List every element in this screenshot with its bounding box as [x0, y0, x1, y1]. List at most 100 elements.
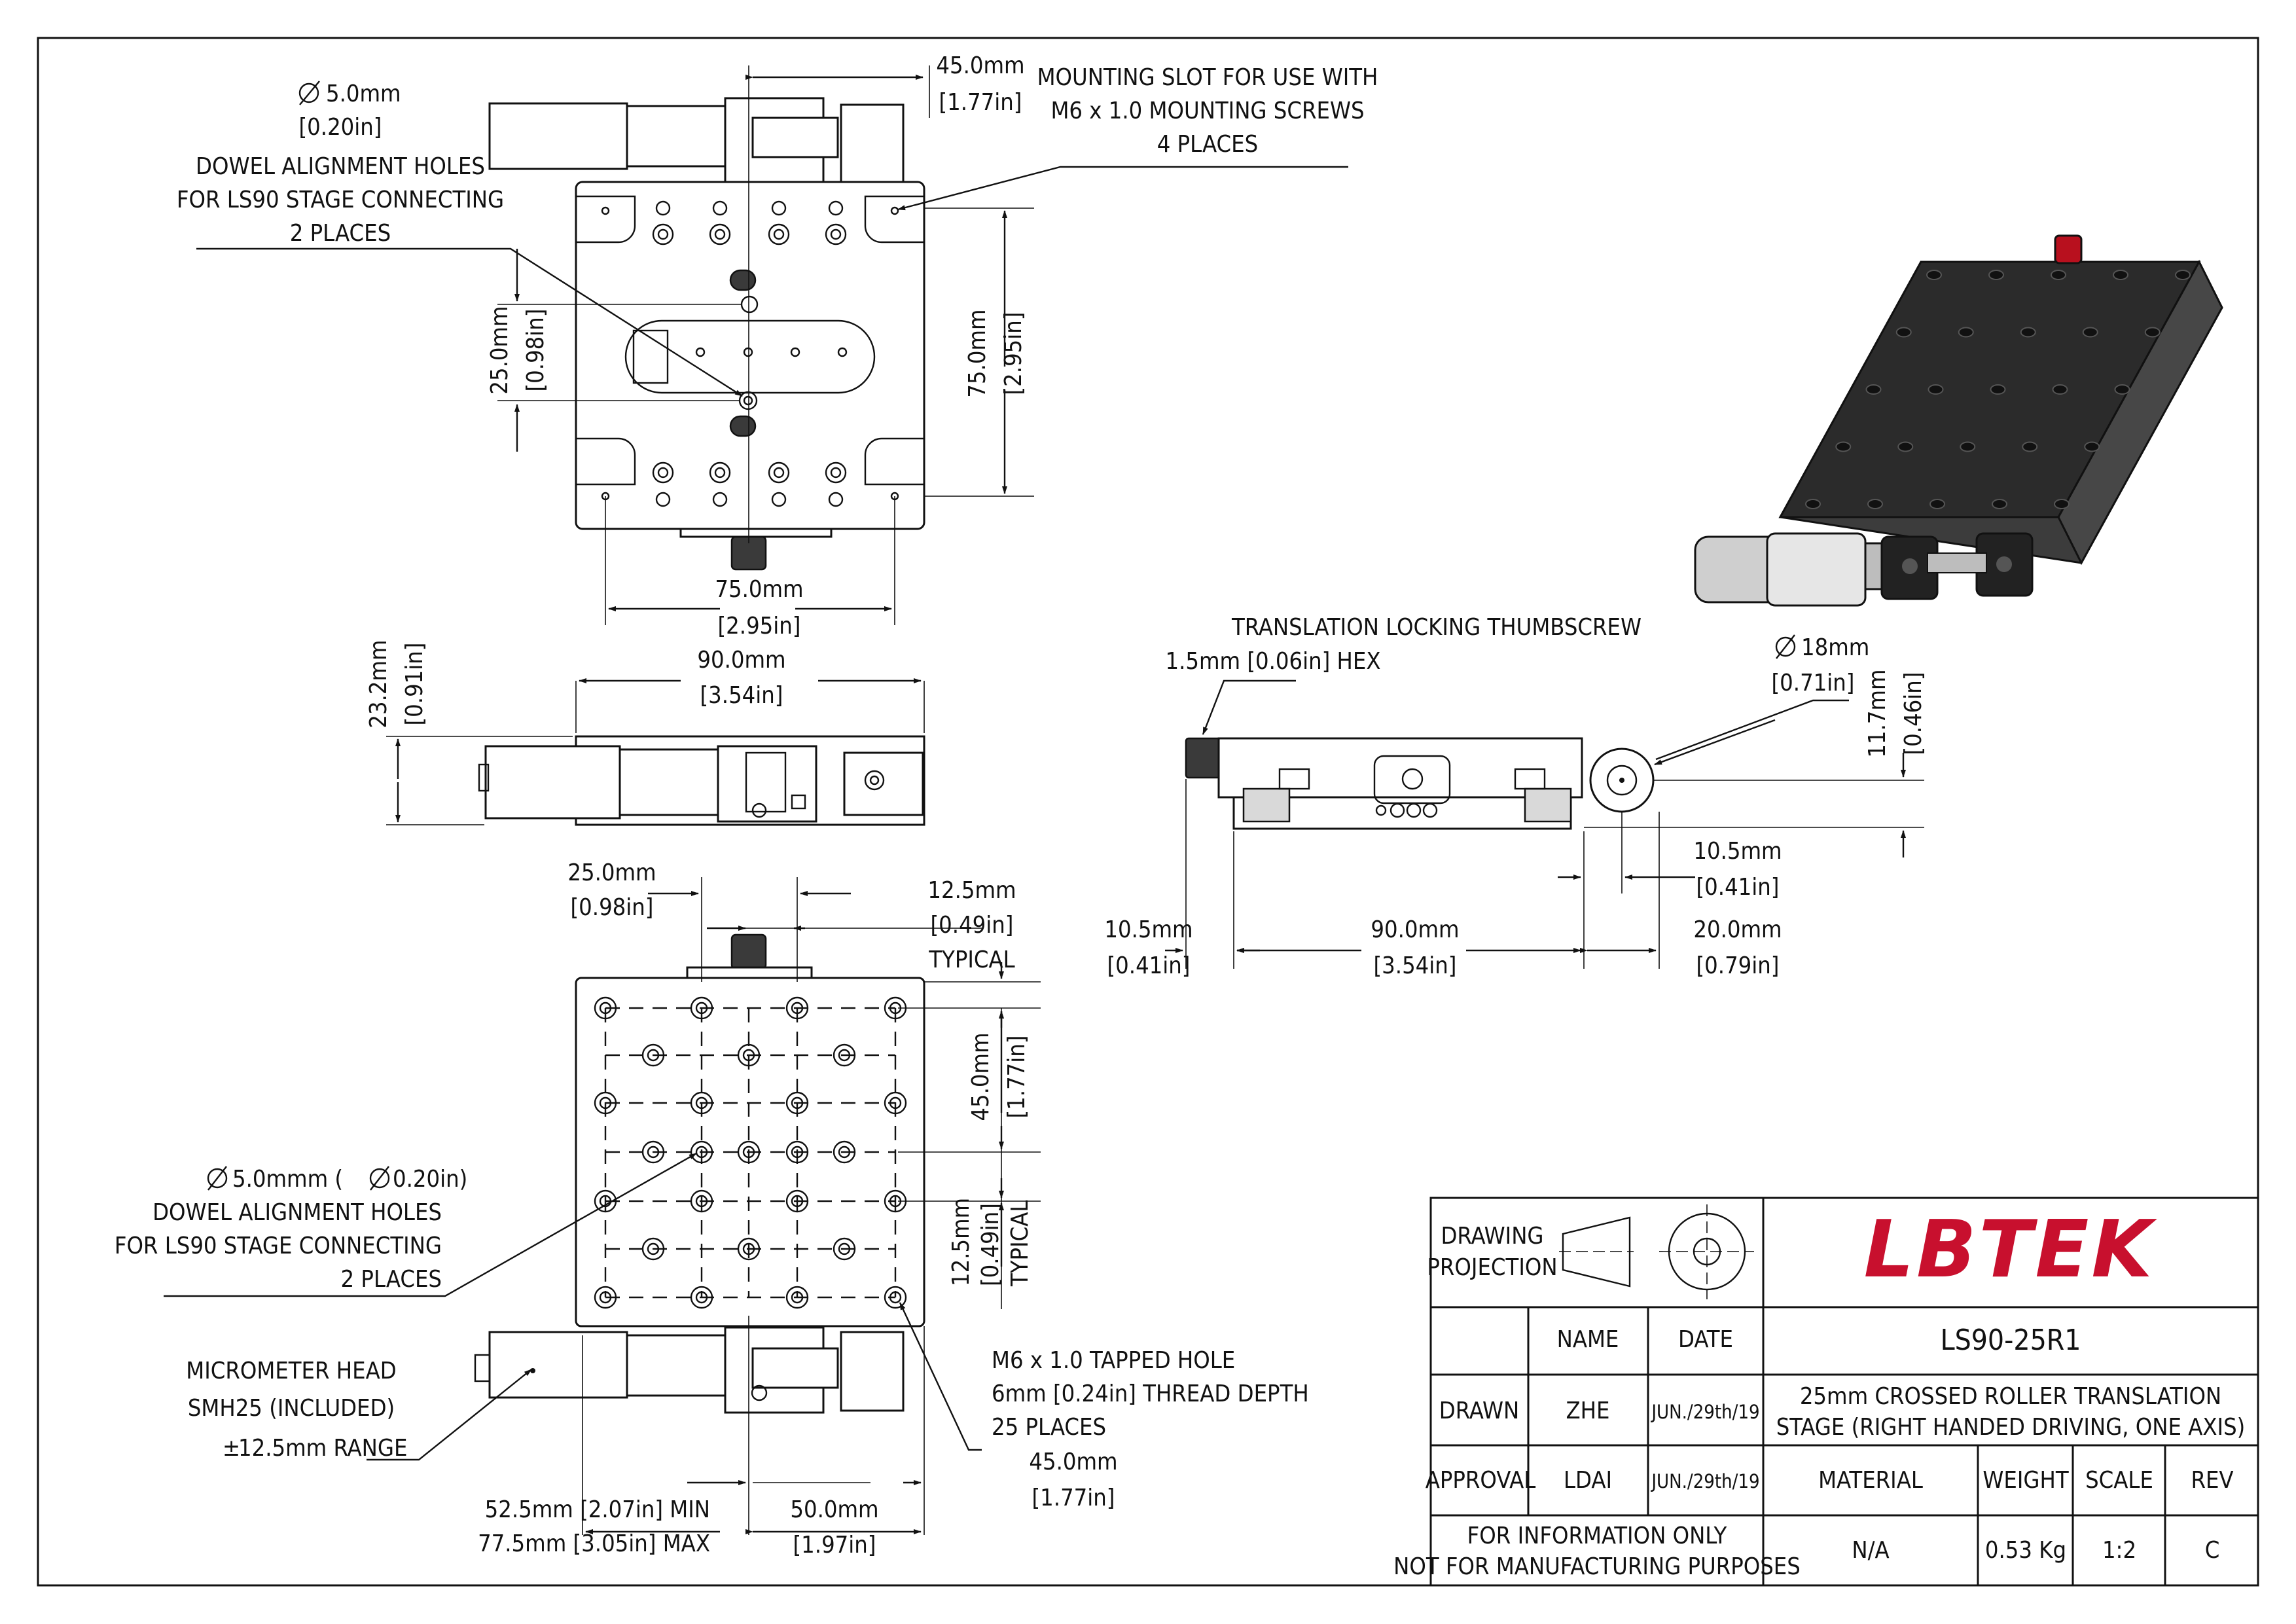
bottom-width-50-mm: 50.0mm [790, 1496, 878, 1523]
side-height-11-mm: 11.7mm [1864, 669, 1891, 757]
part-number: LS90-25R1 [1941, 1324, 2081, 1357]
tapped-hole [599, 1096, 612, 1110]
side-typical-12-mm: 12.5mm [948, 1198, 975, 1286]
tapped-hole [737, 1237, 761, 1261]
front-view-labels: 90.0mm [3.54in] 23.2mm [0.91in] [365, 640, 786, 728]
tapped-hole [594, 1189, 617, 1213]
mounting-hole [1895, 327, 1912, 338]
mounting-hole [1867, 499, 1883, 509]
thumbscrew-note-1: TRANSLATION LOCKING THUMBSCREW [1231, 614, 1641, 641]
top-pitch-25-in: [0.98in] [522, 309, 549, 392]
mounting-hole [1897, 441, 1914, 452]
sheet-border [37, 37, 2259, 1587]
scale-value: 1:2 [2102, 1537, 2136, 1564]
mounting-hole [2084, 441, 2100, 452]
side-length-90-in: [3.54in] [1374, 952, 1457, 979]
top-pitch-25-mm: 25.0mm [486, 306, 513, 394]
tapped-hole [695, 1195, 708, 1208]
mounting-hole [1929, 499, 1945, 509]
bottom-pitch-25-in: [0.98in] [571, 894, 654, 921]
bottom-dowel-dia-2: 0.20in) [393, 1166, 467, 1193]
side-offset-right-mm: 10.5mm [1693, 838, 1782, 865]
micrometer-note-3: 12.5mm RANGE [238, 1435, 407, 1462]
front-view [386, 678, 925, 826]
diameter-icon [298, 81, 320, 105]
mounting-hole [1926, 270, 1942, 280]
mounting-hole [2051, 270, 2066, 280]
mounting-hole [1805, 499, 1821, 509]
tapped-note-1: M6 x 1.0 TAPPED HOLE [992, 1347, 1235, 1374]
side-length-20-in: [0.79in] [1696, 952, 1780, 979]
projection-label-1: DRAWING [1441, 1223, 1543, 1250]
dowel-note-3: 2 PLACES [290, 220, 391, 247]
bottom-width-45-mm: 45.0mm [1029, 1449, 1117, 1475]
mounting-hole [2144, 327, 2161, 338]
front-height-23-in: [0.91in] [401, 643, 428, 726]
weight-value: 0.53 Kg [1985, 1537, 2066, 1564]
tapped-hole [690, 996, 713, 1020]
tapped-hole [833, 1043, 856, 1067]
dowel-dia-mm: 5.0mm [326, 81, 401, 107]
side-view [1165, 679, 1924, 969]
tapped-hole [884, 1091, 907, 1115]
bottom-pitch-25-mm: 25.0mm [567, 859, 656, 886]
bottom-width-45-in: [1.77in] [1032, 1485, 1115, 1511]
tapped-hole [838, 1049, 851, 1062]
bottom-dowel-note-2: FOR LS90 STAGE CONNECTING [115, 1233, 442, 1259]
bottom-dowel-note-3: 2 PLACES [341, 1266, 442, 1293]
tapped-hole [647, 1049, 660, 1062]
plus-minus-icon: ± [223, 1435, 240, 1462]
side-dia-18-in: [0.71in] [1772, 670, 1855, 696]
mounting-hole [1958, 327, 1974, 338]
micrometer-note-1: MICROMETER HEAD [186, 1358, 396, 1384]
tapped-hole [690, 1091, 713, 1115]
tapped-hole [690, 1189, 713, 1213]
top-width-45-mm: 45.0mm [936, 52, 1024, 79]
side-typical-12-label: TYPICAL [1007, 1200, 1033, 1287]
slot-note-1: MOUNTING SLOT FOR USE WITH [1037, 64, 1378, 91]
mounting-hole [2113, 270, 2128, 280]
bottom-width-50-in: [1.97in] [793, 1532, 876, 1559]
top-width-75-mm: 75.0mm [715, 576, 803, 603]
tapped-hole [791, 1001, 804, 1015]
material-header: MATERIAL [1818, 1467, 1923, 1494]
top-view-labels: 45.0mm [1.77in] MOUNTING SLOT FOR USE WI… [177, 52, 1378, 640]
travel-max: 77.5mm [3.05in] MAX [478, 1530, 710, 1557]
tapped-hole [838, 1146, 851, 1159]
tapped-hole [742, 1049, 755, 1062]
drawn-name: ZHE [1566, 1398, 1609, 1424]
tapped-hole [791, 1146, 804, 1159]
date-header: DATE [1678, 1326, 1733, 1353]
mounting-hole [1835, 441, 1852, 452]
rev-value: C [2205, 1537, 2220, 1564]
tapped-hole [791, 1291, 804, 1304]
tapped-hole [695, 1096, 708, 1110]
side-typical-12-in: [0.49in] [977, 1203, 1004, 1286]
dowel-dia-in: [0.20in] [299, 114, 382, 141]
mounting-hole [1990, 384, 2006, 395]
tapped-hole [599, 1291, 612, 1304]
mounting-hole [1928, 384, 1944, 395]
projection-label-2: PROJECTION [1427, 1254, 1557, 1281]
dowel-note-1: DOWEL ALIGNMENT HOLES [196, 153, 485, 180]
side-length-20-mm: 20.0mm [1693, 916, 1782, 943]
mounting-hole [2052, 384, 2068, 395]
company-logo: LBTEK [1864, 1204, 2158, 1295]
tapped-hole [737, 1043, 761, 1067]
micrometer-thimble [488, 102, 628, 170]
tapped-hole [647, 1146, 660, 1159]
front-height-23-mm: 23.2mm [365, 640, 392, 728]
bottom-pitch-45-in: [1.77in] [1003, 1036, 1030, 1119]
mounting-hole [2082, 327, 2098, 338]
tapped-hole [742, 1242, 755, 1255]
info-note-2: NOT FOR MANUFACTURING PURPOSES [1393, 1553, 1801, 1580]
weight-header: WEIGHT [1982, 1467, 2068, 1494]
tapped-hole [594, 996, 617, 1020]
diameter-icon [369, 1166, 390, 1191]
diameter-icon [1775, 634, 1796, 659]
tapped-hole [690, 1286, 713, 1309]
tapped-hole [791, 1195, 804, 1208]
tapped-hole [889, 1096, 902, 1110]
rev-header: REV [2191, 1467, 2233, 1494]
tapped-hole [690, 1140, 713, 1164]
